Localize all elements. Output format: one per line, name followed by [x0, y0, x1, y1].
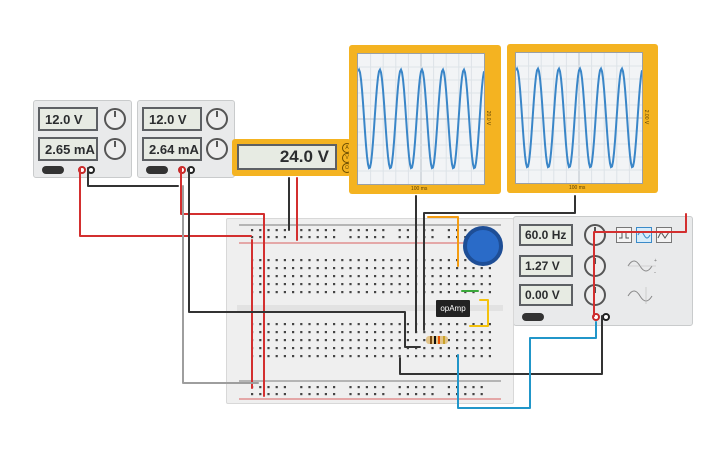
supply2-negative-terminal[interactable]: [187, 166, 195, 174]
supply1-current-knob[interactable]: [104, 138, 126, 160]
scope-sine-trace: [516, 66, 642, 169]
fg-sine-wave-button[interactable]: [636, 227, 652, 243]
fg-amplitude-display: 1.27 V: [519, 255, 573, 277]
scope2-time-div: 100 ms: [569, 185, 586, 191]
sine-wave-icon: [637, 231, 651, 239]
opamp-chip[interactable]: opAmp: [436, 300, 470, 317]
fg-offset-knob[interactable]: [584, 284, 606, 306]
supply2-positive-terminal[interactable]: [178, 166, 186, 174]
supply1-voltage-knob[interactable]: [104, 108, 126, 130]
resistor[interactable]: [426, 336, 448, 344]
supply1-positive-terminal[interactable]: [78, 166, 86, 174]
power-supply-1[interactable]: 12.0 V 2.65 mA: [33, 100, 132, 178]
oscilloscope-2[interactable]: 2.00 V 100 ms: [507, 44, 658, 193]
fg-negative-terminal[interactable]: [602, 313, 610, 321]
scope2-trace: [516, 53, 642, 183]
supply2-voltage-knob[interactable]: [206, 108, 228, 130]
fg-positive-terminal[interactable]: [592, 313, 600, 321]
multimeter-display: 24.0 V: [237, 144, 337, 170]
scope-sine-trace: [358, 67, 484, 170]
fg-frequency-display: 60.0 Hz: [519, 224, 573, 246]
potentiometer[interactable]: [463, 226, 503, 266]
fg-square-wave-button[interactable]: [616, 227, 632, 243]
supply2-current-display: 2.64 mA: [142, 137, 202, 161]
fg-power-switch[interactable]: [522, 313, 544, 321]
scope1-trace: [358, 54, 484, 184]
fg-triangle-wave-button[interactable]: [656, 227, 672, 243]
scope2-volt-div: 2.00 V: [643, 109, 650, 125]
fg-frequency-knob[interactable]: [584, 224, 606, 246]
supply2-power-switch[interactable]: [146, 166, 168, 174]
supply1-power-switch[interactable]: [42, 166, 64, 174]
scope1-screen: [357, 53, 485, 185]
triangle-wave-icon: [657, 231, 670, 239]
supply1-current-display: 2.65 mA: [38, 137, 98, 161]
supply1-negative-terminal[interactable]: [87, 166, 95, 174]
multimeter[interactable]: 24.0 V A V Ω: [232, 139, 352, 176]
offset-wave-icon: [627, 287, 653, 304]
svg-text:+: +: [654, 258, 657, 264]
amplitude-wave-icon: +-: [627, 258, 657, 276]
scope1-time-div: 100 ms: [411, 186, 428, 192]
fg-offset-display: 0.00 V: [519, 284, 573, 306]
oscilloscope-1[interactable]: 20.0 V 100 ms: [349, 45, 501, 194]
scope1-volt-div: 20.0 V: [485, 110, 492, 126]
opamp-label: opAmp: [440, 304, 466, 313]
supply1-voltage-display: 12.0 V: [38, 107, 98, 131]
scope2-screen: [515, 52, 643, 184]
fg-amplitude-knob[interactable]: [584, 255, 606, 277]
supply2-current-knob[interactable]: [206, 138, 228, 160]
power-supply-2[interactable]: 12.0 V 2.64 mA: [137, 100, 235, 178]
square-wave-icon: [619, 231, 629, 239]
svg-text:-: -: [654, 270, 656, 276]
supply2-voltage-display: 12.0 V: [142, 107, 202, 131]
function-generator[interactable]: 60.0 Hz 1.27 V 0.00 V +-: [513, 216, 693, 326]
